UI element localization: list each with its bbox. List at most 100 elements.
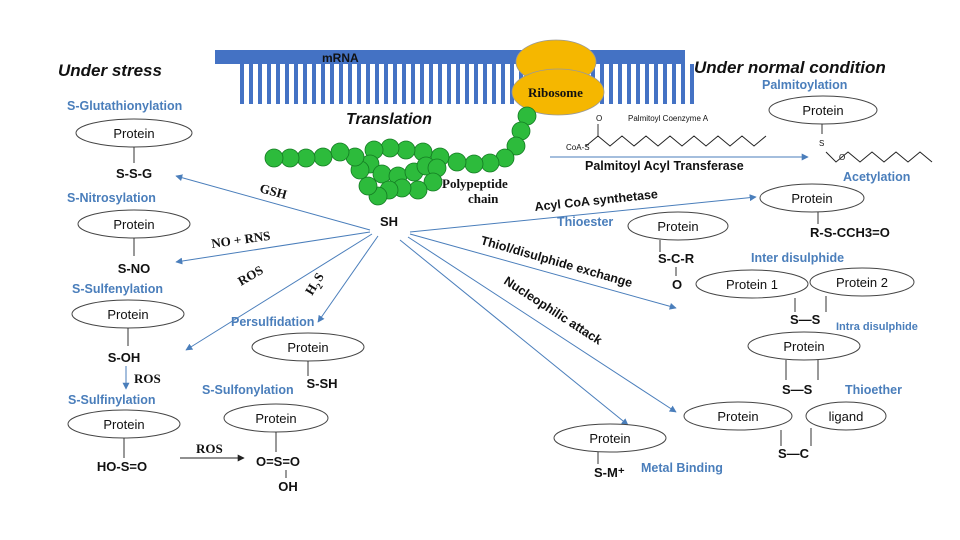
sc-label: S—C — [778, 446, 810, 461]
arrow-no-rns — [175, 231, 371, 265]
mrna-tooth — [510, 64, 514, 104]
arrow-h2s — [317, 235, 379, 323]
mrna-tooth — [321, 64, 325, 104]
protein-label: Protein — [103, 417, 144, 432]
mrna-tooth — [465, 64, 469, 104]
mrna-tooth — [330, 64, 334, 104]
mrna-tooth — [393, 64, 397, 104]
mrna-tooth — [501, 64, 505, 104]
mrna-label: mRNA — [322, 51, 359, 65]
protein-2-label: Protein 2 — [836, 275, 888, 290]
mrna-tooth — [375, 64, 379, 104]
mrna-tooth — [681, 64, 685, 104]
protein-label: Protein — [589, 431, 630, 446]
amino-acid-bead — [447, 152, 467, 172]
amino-acid-bead — [280, 148, 300, 168]
ss-intra-label: S—S — [782, 382, 813, 397]
header-under-normal: Under normal condition — [694, 58, 886, 77]
s-sulfenylation-label: S-Sulfenylation — [72, 282, 163, 296]
thioester-o-label: O — [672, 277, 682, 292]
arrow-ros — [185, 233, 373, 351]
arrow-metal — [399, 239, 629, 426]
amino-acid-bead — [313, 147, 333, 167]
mrna-tooth — [429, 64, 433, 104]
arrow-nucleophilic — [407, 236, 677, 413]
arrow-gsh — [175, 174, 371, 231]
s-nitrosylation-label: S-Nitrosylation — [67, 191, 156, 205]
hoso-label: HO-S=O — [97, 459, 147, 474]
ligand-ellipse — [805, 401, 887, 431]
ribosome-large-subunit — [511, 68, 605, 116]
ssh-label: S-SH — [306, 376, 337, 391]
palmitoyl-chain — [585, 135, 767, 147]
smetal-label: S-M⁺ — [594, 465, 625, 480]
mrna-tooth — [348, 64, 352, 104]
mrna-tooth — [492, 64, 496, 104]
amino-acid-bead — [396, 140, 416, 160]
palmitoyl-coa-label: Palmitoyl Coenzyme A — [628, 114, 709, 123]
amino-acid-bead — [358, 176, 378, 196]
ros-label-2: ROS — [134, 371, 161, 386]
gsh-label: GSH — [258, 180, 288, 202]
amino-acid-bead — [464, 154, 484, 174]
protein-acetylation — [759, 183, 865, 213]
mrna-tooth — [420, 64, 424, 104]
protein-label: Protein — [717, 409, 758, 424]
protein-label: Protein — [287, 340, 328, 355]
mrna-tooth — [438, 64, 442, 104]
protein-1 — [695, 269, 809, 299]
mrna-tooth — [663, 64, 667, 104]
s-glutathionylation-label: S-Glutathionylation — [67, 99, 182, 113]
inter-disulphide-label: Inter disulphide — [751, 251, 844, 265]
protein-2 — [809, 267, 915, 297]
mrna-tooth — [303, 64, 307, 104]
polypeptide-chain-beads — [264, 106, 537, 206]
sno-label: S-NO — [118, 261, 151, 276]
mrna-tooth — [654, 64, 658, 104]
polypeptide-label-1: Polypeptide — [442, 176, 508, 191]
pat-label: Palmitoyl Acyl Transferase — [585, 159, 744, 173]
sh-label: SH — [380, 214, 398, 229]
amino-acid-bead — [296, 148, 316, 168]
protein-thioester — [627, 211, 729, 241]
h2s-s: S — [310, 270, 327, 284]
mrna-tooth — [312, 64, 316, 104]
protein-label: Protein — [107, 307, 148, 322]
ribosome — [511, 39, 605, 116]
persulfidation-label: Persulfidation — [231, 315, 314, 329]
protein-intra-disulphide — [747, 331, 861, 361]
mrna-tooth — [627, 64, 631, 104]
mrna-tooth — [618, 64, 622, 104]
amino-acid-bead — [380, 138, 400, 158]
mrna-tooth — [609, 64, 613, 104]
protein-1-label: Protein 1 — [726, 277, 778, 292]
amino-acid-bead — [423, 172, 443, 192]
mrna-tooth — [249, 64, 253, 104]
mrna-tooth — [267, 64, 271, 104]
thioether-label: Thioether — [845, 383, 902, 397]
amino-acid-bead — [506, 136, 526, 156]
protein-thioether — [683, 401, 793, 431]
s-sulfonylation-label: S-Sulfonylation — [202, 383, 294, 397]
ribosome-label: Ribosome — [528, 85, 583, 100]
thiol-exchange-label: Thiol/disulphide exchange — [479, 233, 634, 290]
palmitoylation-label: Palmitoylation — [762, 78, 847, 92]
polypeptide-label-2: chain — [468, 191, 499, 206]
mrna-tooth — [474, 64, 478, 104]
protein-label: Protein — [802, 103, 843, 118]
mrna-tooth — [645, 64, 649, 104]
rsacetyl-label: R-S-CCH3=O — [810, 225, 890, 240]
coa-s-label: CoA-S — [566, 143, 590, 152]
mrna-tooth — [402, 64, 406, 104]
mrna-tooth — [483, 64, 487, 104]
ros-label: ROS — [235, 262, 266, 288]
amino-acid-bead — [408, 180, 428, 200]
protein-label: Protein — [113, 126, 154, 141]
mrna-tooth — [258, 64, 262, 104]
protein-label: Protein — [657, 219, 698, 234]
amino-acid-bead — [372, 164, 392, 184]
h2s-label: H 2 S — [302, 270, 327, 298]
palm-s-label: S — [819, 139, 824, 148]
protein-label: Protein — [255, 411, 296, 426]
